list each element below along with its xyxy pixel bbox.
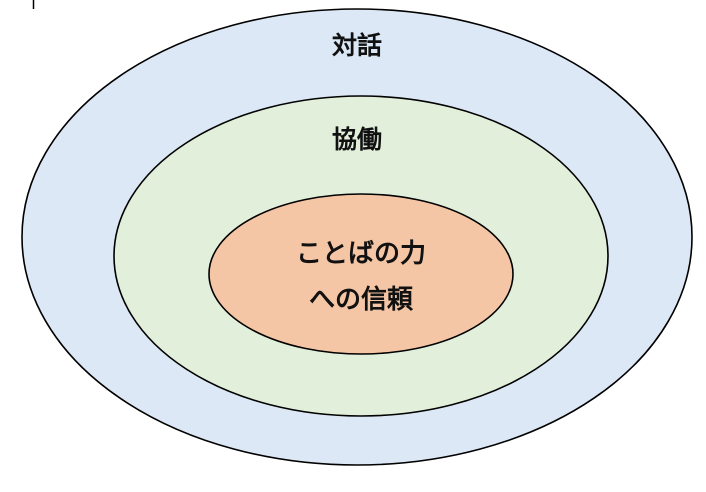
inner-ring-label-line-2: への信頼 xyxy=(309,285,414,315)
inner-ring-label-line-1: ことばの力 xyxy=(296,239,426,269)
outer-ring-label: 対話 xyxy=(332,31,382,60)
middle-ring-label: 協働 xyxy=(332,125,382,154)
inner-ring-trust-in-words xyxy=(208,193,514,355)
